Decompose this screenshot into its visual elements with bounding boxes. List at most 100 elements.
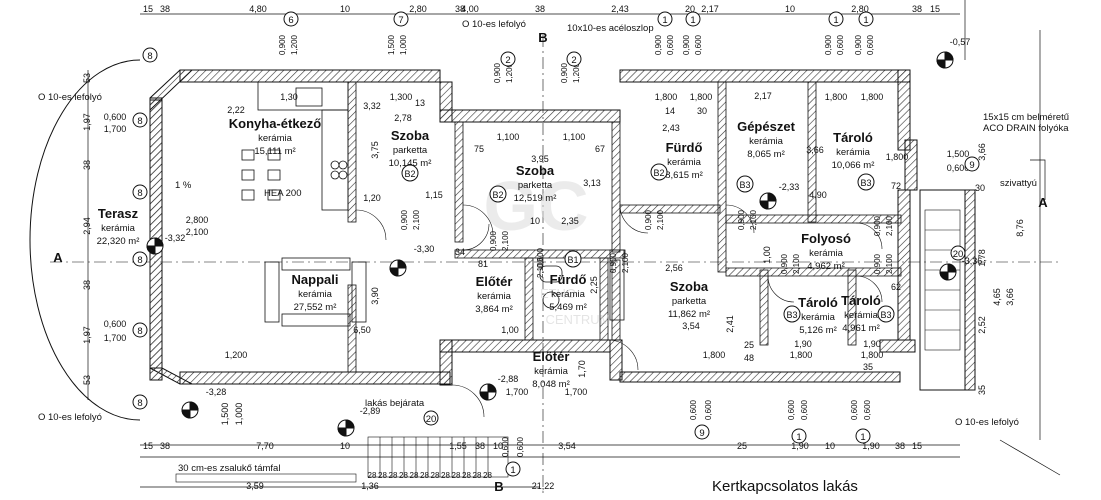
room-area: 12,519 m²: [514, 193, 557, 204]
section-marker: A: [1038, 195, 1048, 210]
interior-dimension: -3,36: [962, 256, 983, 266]
opening-code: 2,100: [792, 253, 801, 274]
terrace-arc: [29, 59, 141, 421]
annotation-text: lakás bejárata: [365, 398, 425, 409]
opening-code: 2,100: [885, 253, 894, 274]
room-floor: kerámia: [298, 289, 333, 300]
grid-bubble-label: 1: [833, 15, 838, 26]
opening-code: 1,000: [399, 34, 408, 55]
room-name: Szoba: [391, 128, 430, 143]
interior-dimension: 3,54: [682, 321, 700, 331]
grid-bubble-circle: [500, 51, 516, 67]
vertical-dimension: 2,41: [725, 315, 735, 333]
interior-dimension: 1,90: [863, 339, 881, 349]
room-floor: kerámia: [534, 366, 569, 377]
room-floor: kerámia: [258, 133, 293, 144]
interior-dimension: -0,57: [950, 37, 971, 47]
top-dimension: 4,00: [461, 4, 479, 14]
opening-code: 0,900: [489, 230, 498, 251]
room-name: Nappali: [292, 272, 339, 287]
interior-dimension: 1,700: [104, 124, 127, 134]
room-area: 11,862 m²: [668, 309, 710, 320]
door-tag: B1: [567, 255, 578, 265]
interior-dimension: 1,800: [825, 92, 848, 102]
level-markers: [146, 51, 957, 437]
interior-dimension: 1,700: [565, 387, 588, 397]
door-tag: B3: [786, 310, 797, 320]
grid-bubble-circle: [855, 428, 871, 444]
interior-dimension: 13: [415, 98, 425, 108]
vertical-dimension: 2,94: [82, 217, 92, 235]
door-tag: B2: [492, 190, 503, 200]
stair-step: 28: [368, 471, 377, 480]
interior-dimension: 1,800: [861, 350, 884, 360]
annotation-text: szivattyú: [1000, 178, 1037, 189]
interior-dimension: 34: [455, 247, 465, 257]
top-dimension: 38: [912, 4, 922, 14]
interior-dimension: 1,90: [794, 339, 812, 349]
bottom-dimension: 10: [493, 441, 503, 451]
vertical-dimension: 1,00: [762, 246, 772, 264]
bottom-dimension: 1,55: [449, 441, 467, 451]
exterior-walls: [149, 69, 976, 391]
grid-bubble-label: 7: [398, 15, 403, 26]
grid-bubble-circle: [132, 251, 148, 267]
grid-bubble-label: 8: [137, 255, 142, 266]
bottom-dimension: 15: [143, 441, 153, 451]
watermark-line2: CENTRUM: [546, 312, 611, 327]
bottom-dimension: 38: [895, 441, 905, 451]
grid-bubble-circle: [423, 410, 439, 426]
room-floor: kerámia: [836, 147, 871, 158]
interior-dimension: 3,13: [583, 178, 601, 188]
grid-bubble-label: 1: [510, 465, 515, 476]
interior-dimension: 1,700: [104, 333, 127, 343]
room-name: Tároló: [798, 295, 838, 310]
grid-bubble-circle: [132, 184, 148, 200]
interior-dimension: 30: [697, 106, 707, 116]
grid-bubble-label: 1: [863, 15, 868, 26]
room-name: Terasz: [98, 206, 139, 221]
room-area: 15,111 m²: [254, 146, 295, 157]
interior-dimension: 1,15: [425, 190, 443, 200]
room-area: 3,864 m²: [475, 304, 513, 315]
vertical-dimension: 1,78: [977, 249, 987, 267]
stair-step: 28: [389, 471, 398, 480]
opening-code: 1,200: [290, 34, 299, 55]
top-dimension: 10: [340, 4, 350, 14]
grid-bubble-label: 1: [662, 15, 667, 26]
interior-dimension: 6,50: [353, 325, 371, 335]
interior-dimension: 2,100: [186, 227, 209, 237]
interior-dimension: 2,43: [662, 123, 680, 133]
top-dimension: 38: [160, 4, 170, 14]
opening-code: 0,900: [654, 34, 663, 55]
opening-code: 0,600: [516, 436, 525, 457]
interior-dimension: 2,35: [561, 216, 579, 226]
interior-dimension: 1,800: [861, 92, 884, 102]
opening-code: 2,100: [621, 252, 630, 273]
interior-dimension: 2,800: [186, 215, 209, 225]
door-tag-circle: [489, 185, 507, 203]
room-floor: parketta: [518, 180, 553, 191]
interior-dimension: 75: [474, 144, 484, 154]
watermark-main: GC: [484, 167, 589, 245]
annotation-text: O 10-es lefolyó: [955, 417, 1019, 428]
grid-bubble-label: 1: [796, 432, 801, 443]
section-marker: B: [494, 479, 503, 494]
room-area: 8,065 m²: [747, 149, 785, 160]
interior-dimension: 2,17: [754, 91, 772, 101]
door-tag-circle: [650, 163, 668, 181]
interior-dimension: 1,200: [225, 350, 248, 360]
room-area: 10,066 m²: [832, 160, 875, 171]
annotation-text: O 10-es lefolyó: [38, 92, 102, 103]
vertical-dimension: 8,76: [1015, 219, 1025, 237]
stair-step: 28: [441, 471, 450, 480]
opening-code: 0,900: [824, 34, 833, 55]
vertical-dimension: 1,97: [82, 326, 92, 344]
interior-walls: [347, 81, 902, 373]
room-floor: kerámia: [551, 289, 586, 300]
opening-code: 0,900: [493, 62, 502, 83]
opening-code: 0,600: [536, 247, 545, 268]
interior-dimension: -3,28: [206, 387, 227, 397]
